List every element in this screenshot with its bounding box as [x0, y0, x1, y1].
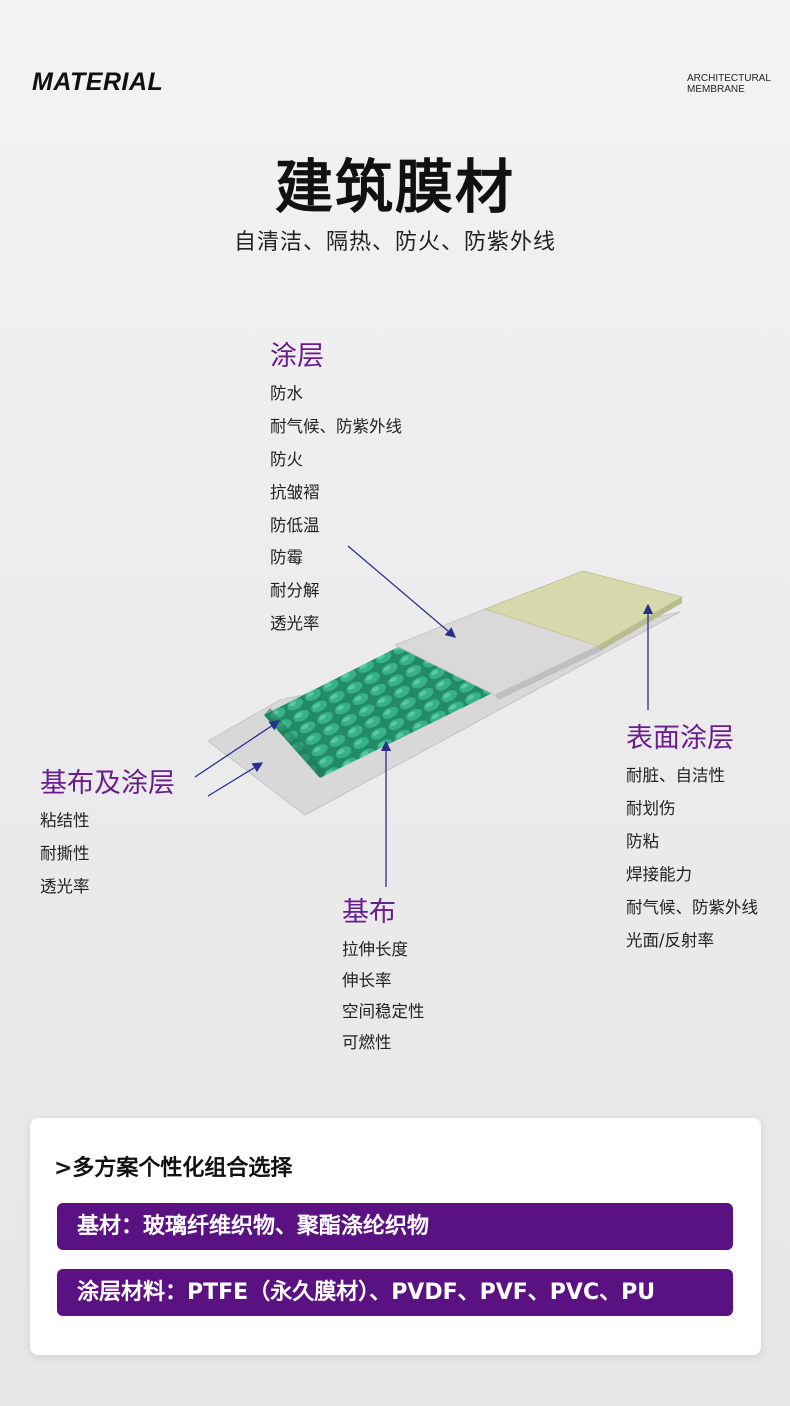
- base-and-coating-item: 透光率: [40, 877, 90, 896]
- base-and-coating-item: 粘结性: [40, 811, 90, 830]
- base-and-coating-group: 基布及涂层 粘结性 耐撕性 透光率: [40, 761, 175, 909]
- coating-item: 抗皱褶: [270, 482, 320, 502]
- surface-coating-group: 表面涂层 耐脏、自洁性 耐划伤 防粘 焊接能力 耐气候、防紫外线 光面/反射率: [626, 716, 758, 963]
- base-fabric-item: 空间稳定性: [342, 1002, 425, 1021]
- coating-material-bar: 涂层材料：PTFE（永久膜材）、PVDF、PVF、PVC、PU: [57, 1269, 733, 1316]
- base-fabric-item: 拉伸长度: [342, 940, 408, 959]
- coating-group: 涂层 防水 耐气候、防紫外线 防火 抗皱褶 防低温 防霉 耐分解 透光率: [270, 334, 402, 646]
- base-and-coating-item: 耐撕性: [40, 844, 90, 863]
- base-coating-pointer-2: [207, 762, 264, 797]
- coating-item: 透光率: [270, 614, 320, 634]
- coating-pointer: [347, 545, 456, 638]
- tagline-line-1: ARCHITECTURAL: [687, 73, 771, 84]
- base-material-bar: 基材：玻璃纤维织物、聚酯涤纶织物: [57, 1203, 733, 1250]
- coating-title: 涂层: [270, 341, 324, 372]
- surface-coating-item: 焊接能力: [626, 865, 692, 884]
- brand-tagline: ARCHITECTURAL MEMBRANE: [687, 73, 777, 95]
- surface-coating-item: 耐划伤: [626, 799, 676, 818]
- coating-item: 防霉: [270, 548, 303, 568]
- base-fabric-title: 基布: [342, 897, 396, 928]
- surface-coating-item: 防粘: [626, 832, 659, 851]
- base-coating-pointer-1: [194, 720, 281, 778]
- base-fabric-item: 伸长率: [342, 971, 392, 990]
- page-title: 建筑膜材: [274, 153, 515, 221]
- base-fabric-group: 基布 拉伸长度 伸长率 空间稳定性 可燃性: [342, 890, 425, 1063]
- surface-coating-title: 表面涂层: [626, 723, 734, 754]
- surface-coating-item: 耐脏、自洁性: [626, 766, 725, 785]
- options-title: >多方案个性化组合选择: [54, 1156, 293, 1181]
- tagline-line-2: MEMBRANE: [687, 84, 745, 95]
- coating-item: 防水: [270, 384, 303, 403]
- base-fabric-item: 可燃性: [342, 1033, 392, 1052]
- brand-label: MATERIAL: [32, 68, 164, 96]
- page-subtitle: 自清洁、隔热、防火、防紫外线: [233, 230, 556, 255]
- coating-item: 耐分解: [270, 581, 320, 601]
- membrane-layers-illustration: [194, 545, 684, 887]
- coating-item: 防火: [270, 449, 303, 469]
- surface-coating-item: 光面/反射率: [626, 931, 715, 950]
- coating-item: 防低温: [270, 515, 320, 535]
- surface-coating-item: 耐气候、防紫外线: [626, 898, 758, 917]
- base-and-coating-title: 基布及涂层: [40, 768, 175, 799]
- coating-item: 耐气候、防紫外线: [270, 416, 402, 436]
